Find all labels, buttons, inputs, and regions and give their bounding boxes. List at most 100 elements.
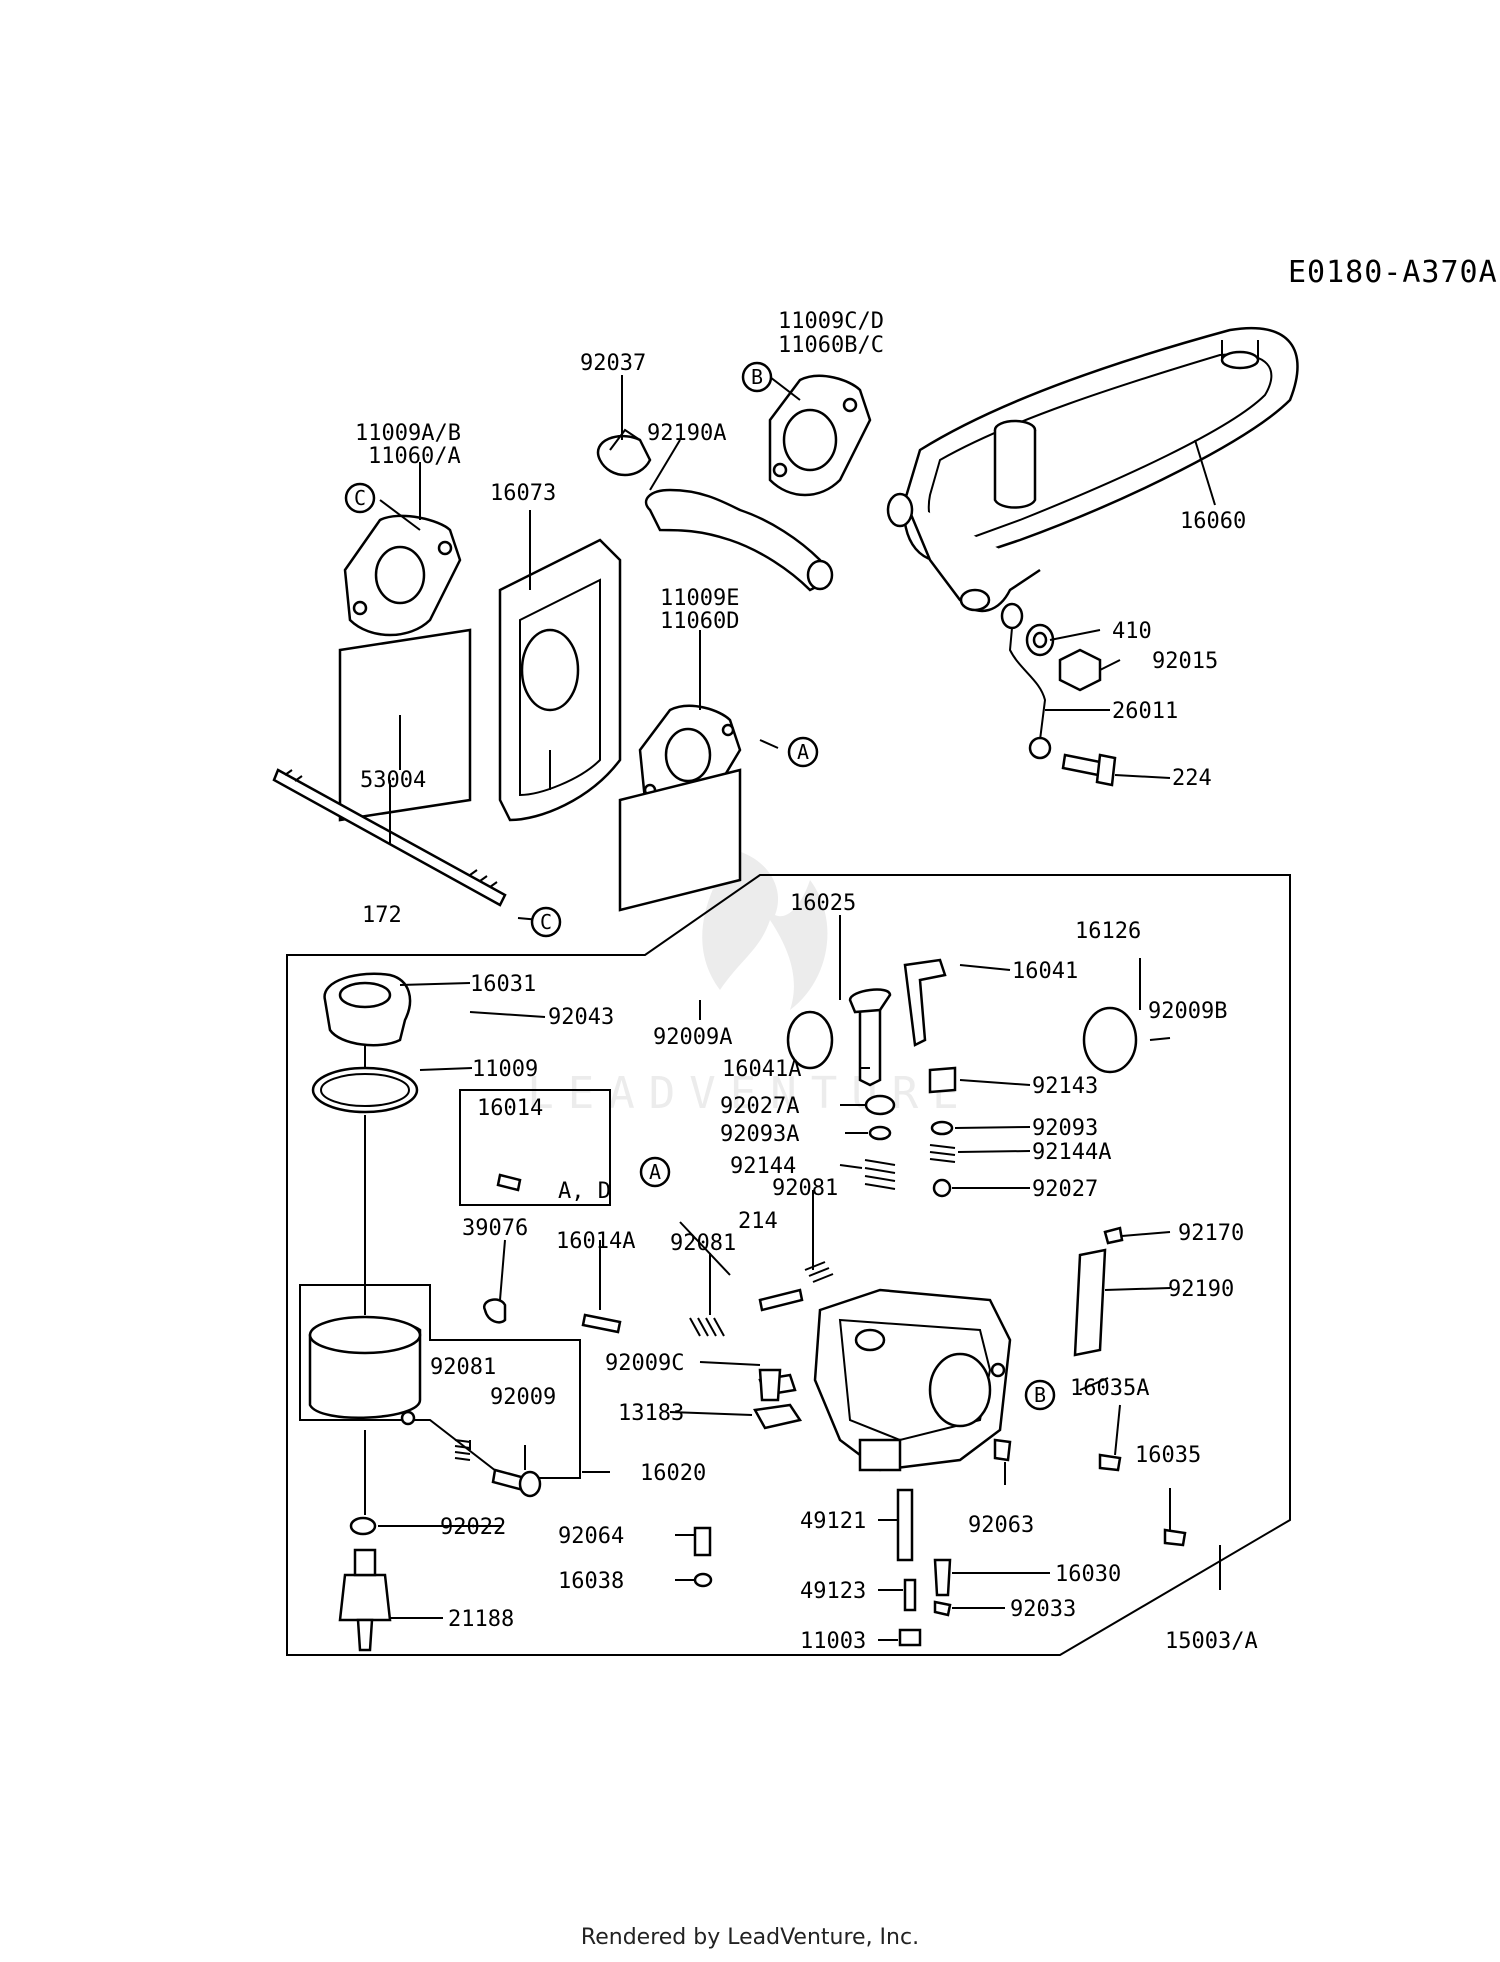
collar-92143 (928, 1066, 957, 1094)
label-92143: 92143 (1032, 1074, 1098, 1099)
plug-92064 (693, 1526, 712, 1557)
label-224: 224 (1172, 766, 1212, 791)
washer-nut (1025, 623, 1102, 692)
carb-clamp (323, 972, 412, 1047)
label-92037: 92037 (580, 351, 646, 376)
label-92043: 92043 (548, 1005, 614, 1030)
screw-16035a (1098, 1453, 1122, 1472)
screw-92063 (993, 1438, 1012, 1462)
label-92027: 92027 (1032, 1177, 1098, 1202)
label-92144a: 92144A (1032, 1140, 1111, 1165)
label-16041: 16041 (1012, 959, 1078, 984)
carburetor-assembly-frame (286, 874, 1291, 1656)
label-92170: 92170 (1178, 1221, 1244, 1246)
label-16073: 16073 (490, 481, 556, 506)
label-214: 214 (738, 1209, 778, 1234)
insulator (498, 538, 622, 822)
label-92009c: 92009C (605, 1351, 684, 1376)
seal-92093 (930, 1120, 954, 1136)
label-16014: 16014 (477, 1096, 543, 1121)
drain-screw (454, 1439, 542, 1498)
o-ring (311, 1066, 419, 1114)
throttle-stop-screw (758, 1288, 804, 1312)
label-53004: 53004 (360, 768, 426, 793)
callout-a-lower: A (649, 1160, 661, 1184)
throttle-shaft (848, 988, 892, 1087)
bracket-13183 (753, 1403, 803, 1430)
spring-92144a (929, 1144, 956, 1163)
label-11003: 11003 (800, 1629, 866, 1654)
label-16060: 16060 (1180, 509, 1246, 534)
label-92027a: 92027A (720, 1094, 799, 1119)
label-16014a: 16014A (556, 1229, 635, 1254)
callout-c-upper: C (354, 486, 366, 510)
callout-b-upper: B (751, 365, 763, 389)
diagram-code: E0180-A370A (1288, 255, 1498, 290)
footer-credit: Rendered by LeadVenture, Inc. (581, 1925, 919, 1950)
label-26011: 26011 (1112, 699, 1178, 724)
clip-92170 (1103, 1226, 1124, 1245)
screw-92009c (758, 1368, 782, 1402)
label-92015: 92015 (1152, 649, 1218, 674)
vent-tube (1073, 1248, 1107, 1357)
label-92009b: 92009B (1148, 999, 1227, 1024)
label-11060-a: 11060/A (368, 444, 461, 469)
label-15003-a: 15003/A (1165, 1629, 1258, 1654)
label-16025: 16025 (790, 891, 856, 916)
spring-92081-mid (689, 1317, 725, 1337)
label-16030: 16030 (1055, 1562, 1121, 1587)
insulator-plate (618, 768, 742, 912)
pilot-screw (496, 1173, 522, 1192)
label-92081-upper: 92081 (772, 1176, 838, 1201)
label-92064: 92064 (558, 1524, 624, 1549)
pilot-screw-16014a (581, 1313, 622, 1334)
label-39076: 39076 (462, 1216, 528, 1241)
label-92081-mid: 92081 (670, 1231, 736, 1256)
label-16035: 16035 (1135, 1443, 1201, 1468)
bushing-92027a (864, 1094, 896, 1116)
label-11009a-b: 11009A/B (355, 421, 461, 446)
bolt-224 (1061, 753, 1117, 787)
pilot-screw-box (459, 1089, 611, 1206)
label-11009c-d: 11009C/D (778, 309, 884, 334)
cap-39076 (482, 1298, 507, 1324)
choke-lever (903, 958, 947, 1047)
callout-circles: B C A C A B (344, 361, 1056, 1411)
leader-lines (364, 375, 1221, 1641)
label-92033: 92033 (1010, 1597, 1076, 1622)
label-21188: 21188 (448, 1607, 514, 1632)
spring-92144 (864, 1159, 896, 1190)
label-410: 410 (1112, 619, 1152, 644)
label-92022: 92022 (440, 1515, 506, 1540)
label-92093a: 92093A (720, 1122, 799, 1147)
label-92190a: 92190A (647, 421, 726, 446)
gasket-washer (349, 1516, 377, 1536)
air-cleaner-base (886, 326, 1299, 612)
seal-92093a (868, 1125, 892, 1141)
label-16038: 16038 (558, 1569, 624, 1594)
label-16031: 16031 (470, 972, 536, 997)
clip-92033 (933, 1600, 952, 1617)
hose-clamp (596, 428, 652, 477)
bushing-92027 (932, 1178, 952, 1198)
label-a-d: A, D (558, 1179, 611, 1204)
hose-upper (644, 488, 834, 592)
choke-valve (1082, 1006, 1138, 1074)
label-13183: 13183 (618, 1401, 684, 1426)
label-92063: 92063 (968, 1513, 1034, 1538)
spring-92081-upper (804, 1261, 834, 1283)
label-16126: 16126 (1075, 919, 1141, 944)
label-11060b-c: 11060B/C (778, 333, 884, 358)
part-labels: 92037 11009C/D 11060B/C 92190A 11009A/B … (355, 309, 1258, 1654)
jet-49123 (903, 1578, 917, 1612)
throttle-valve (786, 1010, 834, 1070)
label-11060d: 11060D (660, 609, 739, 634)
label-92009a: 92009A (653, 1025, 732, 1050)
label-92190: 92190 (1168, 1277, 1234, 1302)
label-172: 172 (362, 903, 402, 928)
ground-lead (1000, 602, 1052, 760)
o-ring-16038 (693, 1572, 713, 1588)
label-11009e: 11009E (660, 586, 739, 611)
